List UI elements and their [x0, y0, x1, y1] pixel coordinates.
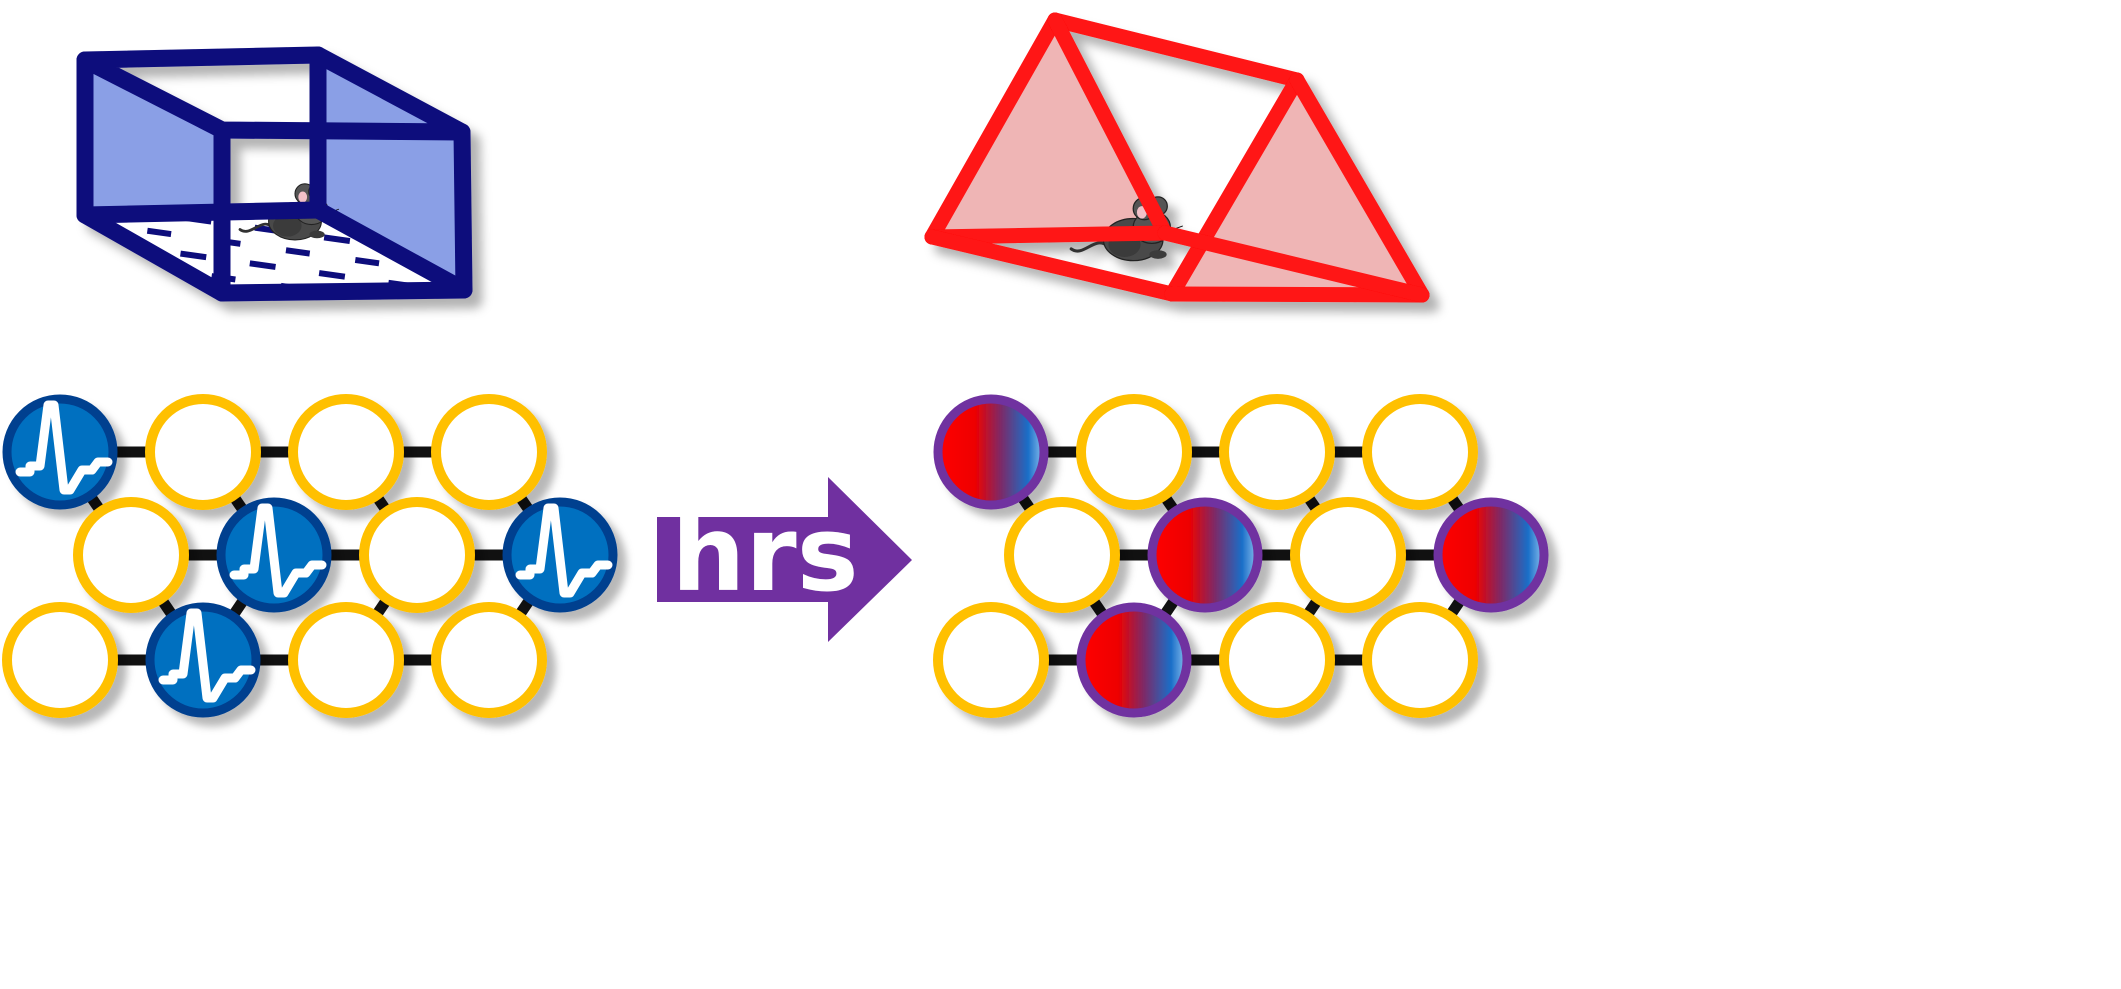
neuron	[1219, 394, 1335, 510]
neuron-network-after	[933, 394, 1549, 718]
tagged-neuron	[933, 394, 1049, 510]
neuron-network-before	[2, 394, 618, 718]
arrow-shape	[657, 477, 912, 642]
neuron	[431, 602, 547, 718]
neuron	[1219, 602, 1335, 718]
active-neuron	[2, 394, 118, 510]
home-cage	[76, 46, 473, 302]
cage-frame	[76, 46, 473, 302]
active-neuron	[145, 602, 261, 718]
time-arrow: hrs	[657, 477, 912, 642]
neuron	[288, 394, 404, 510]
tagged-neuron	[1076, 602, 1192, 718]
neuron	[145, 394, 261, 510]
chamber-frame	[924, 12, 1430, 303]
neuron	[1362, 394, 1478, 510]
chamber-left-panel	[932, 20, 1165, 237]
neuron	[1004, 497, 1120, 613]
tagged-neuron	[1433, 497, 1549, 613]
neuron	[1362, 602, 1478, 718]
cage-floor-bedding	[85, 210, 464, 293]
arrow-label: hrs	[671, 493, 858, 615]
neuron	[288, 602, 404, 718]
active-neuron	[502, 497, 618, 613]
neuron	[933, 602, 1049, 718]
neuron	[2, 602, 118, 718]
neuron	[359, 497, 475, 613]
novel-environment	[924, 12, 1430, 303]
neuron	[1076, 394, 1192, 510]
neuron	[431, 394, 547, 510]
chamber-right-panel	[1172, 80, 1422, 295]
neuron	[73, 497, 189, 613]
tagged-neuron	[1147, 497, 1263, 613]
neuron	[1290, 497, 1406, 613]
active-neuron	[216, 497, 332, 613]
